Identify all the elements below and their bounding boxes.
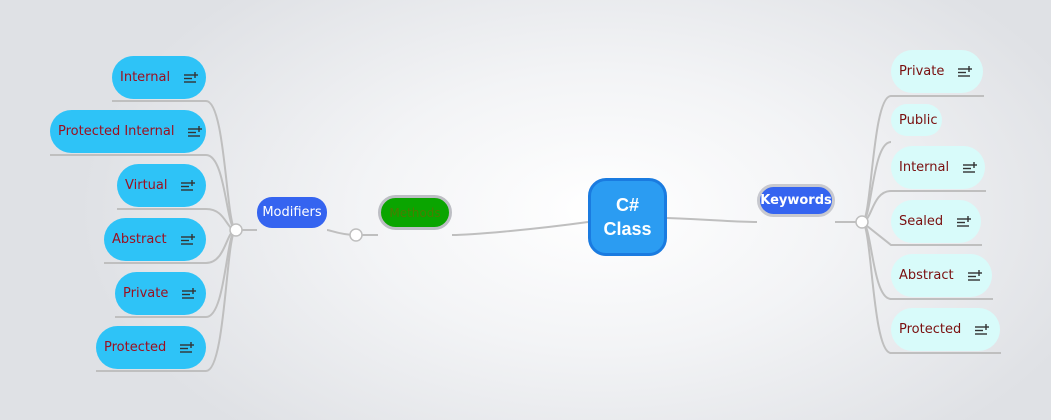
- modifiers-topic[interactable]: Modifiers: [257, 197, 327, 228]
- modifiers-topic-label: Modifiers: [262, 205, 322, 220]
- keyword-item-internal[interactable]: Internal: [891, 146, 985, 189]
- notes-add-icon[interactable]: [975, 323, 990, 336]
- keyword-item-sealed[interactable]: Sealed: [891, 200, 981, 243]
- central-topic-line1: C#: [615, 195, 639, 215]
- notes-add-icon[interactable]: [188, 125, 203, 138]
- notes-add-icon[interactable]: [184, 71, 199, 84]
- modifier-item-label: Abstract: [112, 232, 167, 247]
- keywords-topic-label: Keywords: [760, 193, 832, 208]
- notes-add-icon[interactable]: [957, 215, 972, 228]
- modifiers-collapse-handle[interactable]: [229, 223, 243, 237]
- keyword-item-label: Public: [899, 112, 938, 128]
- modifier-item-protected-internal[interactable]: Protected Internal: [50, 110, 206, 153]
- modifier-item-abstract[interactable]: Abstract: [104, 218, 206, 261]
- methods-topic-label: Methods: [389, 205, 441, 220]
- keyword-item-label: Sealed: [899, 214, 944, 229]
- keywords-collapse-handle[interactable]: [855, 215, 869, 229]
- notes-add-icon[interactable]: [180, 341, 195, 354]
- notes-add-icon[interactable]: [181, 179, 196, 192]
- modifier-item-protected[interactable]: Protected: [96, 326, 206, 369]
- modifier-item-label: Internal: [120, 70, 171, 85]
- notes-add-icon[interactable]: [958, 65, 973, 78]
- central-topic-line2: Class: [603, 219, 652, 239]
- modifier-item-label: Protected Internal: [58, 124, 175, 139]
- keyword-item-public[interactable]: Public: [891, 104, 942, 136]
- notes-add-icon[interactable]: [967, 269, 982, 282]
- modifier-item-label: Private: [123, 286, 169, 301]
- keyword-item-label: Abstract: [899, 268, 954, 283]
- methods-topic[interactable]: Methods: [378, 195, 452, 230]
- notes-add-icon[interactable]: [180, 233, 195, 246]
- keyword-item-label: Private: [899, 64, 945, 79]
- modifier-item-label: Protected: [104, 340, 167, 355]
- central-topic[interactable]: C# Class: [588, 178, 667, 256]
- keywords-topic[interactable]: Keywords: [757, 184, 835, 217]
- modifier-item-private[interactable]: Private: [115, 272, 206, 315]
- notes-add-icon[interactable]: [182, 287, 197, 300]
- keyword-item-label: Internal: [899, 160, 950, 175]
- modifier-item-virtual[interactable]: Virtual: [117, 164, 206, 207]
- keyword-item-protected[interactable]: Protected: [891, 308, 1000, 351]
- keyword-item-label: Protected: [899, 322, 962, 337]
- notes-add-icon[interactable]: [963, 161, 978, 174]
- modifier-item-label: Virtual: [125, 178, 168, 193]
- keyword-item-abstract[interactable]: Abstract: [891, 254, 992, 297]
- keyword-item-private[interactable]: Private: [891, 50, 983, 93]
- modifier-item-internal[interactable]: Internal: [112, 56, 206, 99]
- methods-collapse-handle[interactable]: [349, 228, 363, 242]
